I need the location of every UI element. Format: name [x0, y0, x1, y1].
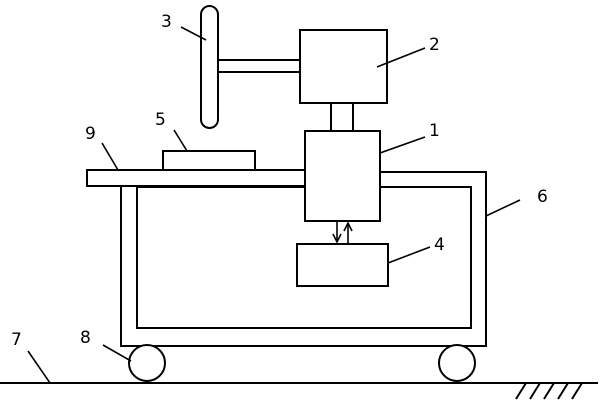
label-6: 6 — [537, 187, 548, 207]
handwheel-3 — [200, 5, 219, 129]
label-9: 9 — [85, 124, 96, 144]
label-8: 8 — [80, 328, 91, 348]
vertical-shaft — [330, 102, 354, 132]
box-4 — [296, 243, 389, 287]
wheel-right — [438, 344, 476, 382]
label-3: 3 — [161, 12, 172, 32]
label-2: 2 — [429, 35, 440, 55]
ground-hatching — [515, 382, 583, 400]
horizontal-arm — [217, 59, 301, 73]
wheel-left — [128, 344, 166, 382]
label-1: 1 — [429, 121, 440, 141]
label-4: 4 — [434, 235, 445, 255]
label-7: 7 — [11, 330, 22, 350]
signal-arrows — [332, 221, 353, 244]
label-5: 5 — [155, 110, 166, 130]
box-2 — [299, 29, 388, 104]
block-5 — [162, 150, 256, 171]
leader-lines — [27, 26, 521, 384]
unit-1 — [304, 130, 381, 222]
